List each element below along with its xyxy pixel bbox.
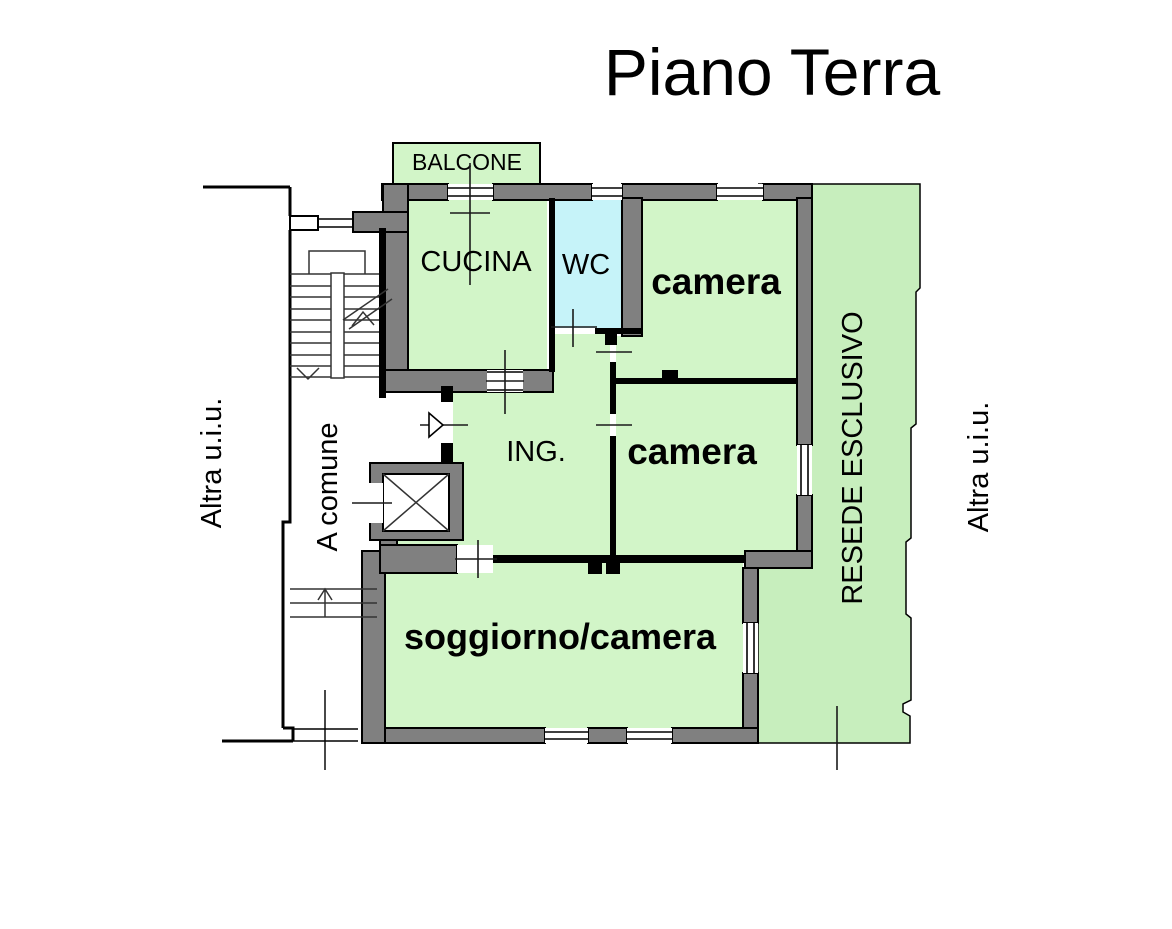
wall-entrance-lower [441, 443, 453, 465]
soggiorno-east-window [743, 623, 758, 673]
cucina-label: CUCINA [420, 246, 532, 278]
wall-camera1-tab [662, 370, 678, 380]
wall-ing-camera-2 [610, 362, 616, 414]
stair-arrow-down [296, 367, 320, 381]
stair-break-line-1 [342, 288, 389, 321]
interior-partitions [379, 198, 797, 574]
entrance-door-gap [441, 402, 453, 443]
balcony-floor [392, 142, 541, 189]
camera1-floor [616, 200, 797, 378]
wall-right-upper [796, 197, 813, 446]
wall-bottom-1 [361, 727, 546, 744]
balcony-label: BALCONE [412, 149, 522, 175]
staircase [290, 250, 393, 618]
soggiorno-south-window-2 [627, 728, 672, 743]
ingresso-floor [397, 334, 610, 555]
camera2-window [797, 445, 812, 495]
wc-label: WC [562, 249, 610, 281]
elevator-x-2 [382, 473, 450, 532]
soggiorno-south-window-1 [545, 728, 588, 743]
resede-area: RESEDE ESCLUSIVO [757, 183, 921, 770]
soggiorno-floor [385, 563, 743, 728]
elevator [352, 462, 464, 541]
wall-wc-south [595, 328, 642, 334]
wall-soggiorno-north-tab [588, 562, 602, 574]
stair-landing-outline [308, 250, 366, 274]
soggiorno-label: soggiorno/camera [404, 616, 717, 657]
wall-ing-camera-1 [610, 332, 616, 343]
wall-right-lower-1 [742, 567, 759, 624]
wall-cucina-wc [549, 198, 555, 372]
stair-arrow-up [351, 310, 375, 327]
room-floors [385, 200, 797, 728]
door-marks [324, 163, 632, 770]
camera1-window [717, 184, 763, 200]
a-comune-label: A comune [312, 423, 344, 552]
camera2-label: camera [627, 431, 757, 472]
stairwell-wall-stub [289, 215, 319, 231]
plan-title: Piano Terra [604, 35, 941, 109]
balcony: BALCONE [392, 142, 541, 189]
wc-window [592, 184, 622, 200]
wall-entrance-upper [441, 386, 453, 402]
stair-divider [330, 272, 345, 379]
cucina-floor [408, 200, 547, 372]
ingresso-label: ING. [506, 436, 566, 468]
wall-soggiorno-west [361, 550, 386, 744]
camera2-floor [616, 384, 797, 555]
stair-break-line-2 [348, 298, 393, 330]
wall-soggiorno-north-left [379, 544, 458, 574]
entry-steps-arrow [317, 587, 333, 617]
wall-bottom-2 [671, 727, 759, 744]
wall-stairwell-east [379, 228, 386, 398]
altra-uiu-right-label: Altra u.i.u. [963, 402, 995, 533]
wall-ing-camera-3 [610, 436, 616, 557]
wall-junction-tab [606, 555, 620, 574]
camera1-label: camera [651, 261, 781, 302]
stairwell-boundary [203, 185, 358, 743]
windows [289, 184, 812, 743]
altra-uiu-left-label: Altra u.i.u. [196, 398, 228, 529]
exterior-walls [352, 183, 813, 744]
entry-steps [290, 588, 377, 618]
wall-wc-east [621, 197, 643, 337]
wall-top-2 [492, 183, 593, 201]
resede-label: RESEDE ESCLUSIVO [837, 311, 869, 604]
room-labels: CUCINA WC camera ING. camera soggiorno/c… [196, 246, 995, 657]
wc-floor [555, 200, 622, 328]
wall-bottom-pier [587, 727, 628, 744]
entrance-door-arrow [428, 411, 445, 439]
wall-cucina-south [384, 369, 554, 393]
boundary-lines [203, 185, 295, 743]
wall-camera1-south [612, 378, 797, 384]
wall-right-step [744, 550, 813, 569]
